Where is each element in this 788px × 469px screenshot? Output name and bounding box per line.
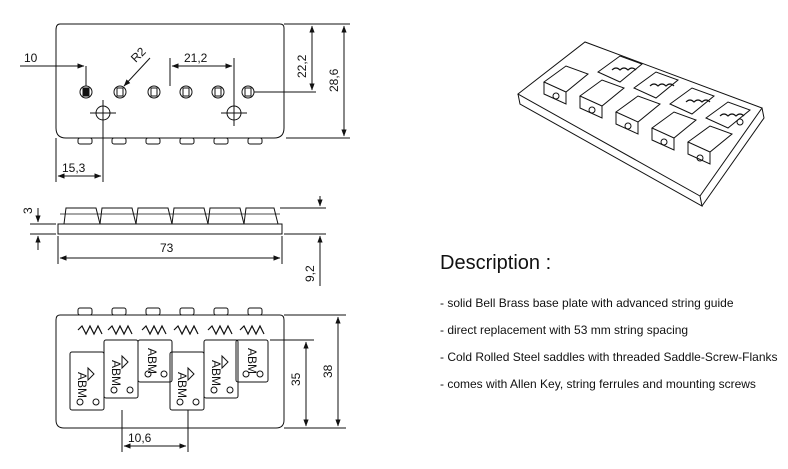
- side-saddles: [63, 207, 279, 225]
- dim-outer-length: 38: [321, 364, 335, 378]
- dim-inner-length: 35: [289, 372, 303, 386]
- dim-width: 73: [160, 241, 174, 255]
- description-item: - direct replacement with 53 mm string s…: [440, 323, 689, 337]
- saddle-stamp: ABM: [209, 360, 223, 386]
- iso-springs: [611, 67, 745, 117]
- description-item: - Cold Rolled Steel saddles with threade…: [440, 350, 778, 364]
- description-item: - solid Bell Brass base plate with advan…: [440, 296, 734, 310]
- top-plate-outline: [55, 23, 285, 139]
- bottom-plate-tabs: [77, 307, 263, 316]
- bottom-saddle-marks: [87, 354, 229, 382]
- side-view: [30, 196, 326, 286]
- saddle-stamp: ABM: [245, 348, 259, 374]
- saddle-stamps: ABM ABM ABM ABM ABM ABM: [75, 348, 259, 398]
- saddle-stamp: ABM: [75, 372, 89, 398]
- iso-saddles: [543, 55, 751, 165]
- dim-hole-offset: 10: [24, 51, 38, 65]
- iso-screws: [552, 92, 744, 162]
- side-plate: [57, 223, 283, 235]
- bottom-springs: [77, 324, 265, 336]
- top-view: [20, 23, 350, 182]
- saddle-stamp: ABM: [145, 348, 159, 374]
- dim-bottom-offset: 15,3: [62, 161, 86, 175]
- description-title: Description :: [440, 252, 552, 274]
- dim-saddle-spacing: 10,6: [128, 431, 152, 445]
- bottom-plate-outline: [55, 314, 285, 429]
- isometric-view: [517, 41, 765, 207]
- dim-height: 9,2: [303, 265, 317, 282]
- string-holes: [79, 85, 255, 99]
- bottom-view: [55, 307, 346, 452]
- saddle-stamp: ABM: [109, 360, 123, 386]
- top-plate-tabs: [77, 137, 263, 145]
- bottom-saddle-screws: [76, 370, 264, 406]
- saddle-stamp: ABM: [175, 372, 189, 398]
- description-list: - solid Bell Brass base plate with advan…: [440, 296, 778, 404]
- mounting-holes: [90, 100, 247, 126]
- bottom-saddles: [69, 339, 269, 411]
- dim-height-inner: 22,2: [295, 54, 309, 78]
- dim-height-outer: 28,6: [327, 68, 341, 92]
- dim-thickness: 3: [21, 207, 35, 214]
- dim-spacing: 21,2: [184, 51, 208, 65]
- description-item: - comes with Allen Key, string ferrules …: [440, 377, 756, 391]
